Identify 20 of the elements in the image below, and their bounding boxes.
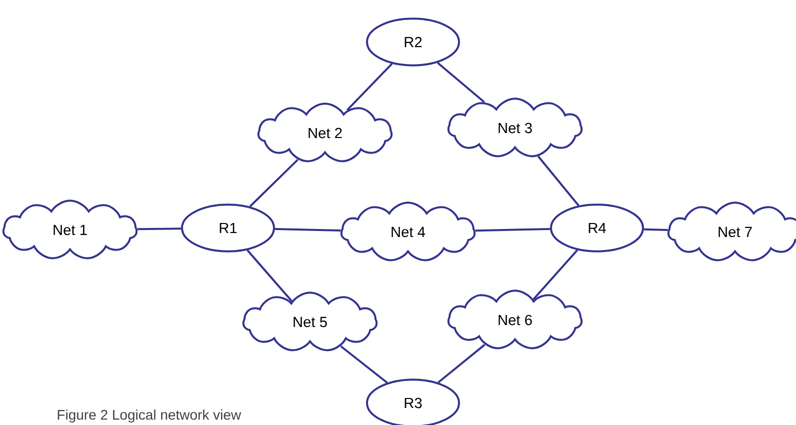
connection-line (246, 250, 292, 302)
connection-line (537, 156, 580, 206)
connection-line (532, 249, 578, 300)
network-cloud: Net 7 (667, 202, 796, 262)
connection-line (644, 228, 668, 232)
connection-line (475, 228, 550, 232)
connection-line (346, 63, 393, 111)
network-cloud: Net 1 (2, 200, 138, 260)
network-cloud: Net 6 (447, 290, 583, 350)
connection-line (436, 62, 485, 103)
network-cloud: Net 2 (257, 102, 393, 162)
network-cloud: Net 5 (242, 292, 378, 352)
connection-line (274, 228, 341, 232)
figure-caption: Figure 2 Logical network view (58, 409, 242, 423)
connection-line (249, 158, 298, 208)
network-cloud: Net 4 (340, 202, 476, 262)
connection-line (137, 228, 182, 230)
connection-line (340, 345, 388, 384)
network-cloud: Net 3 (447, 98, 583, 158)
connection-line (438, 344, 486, 384)
